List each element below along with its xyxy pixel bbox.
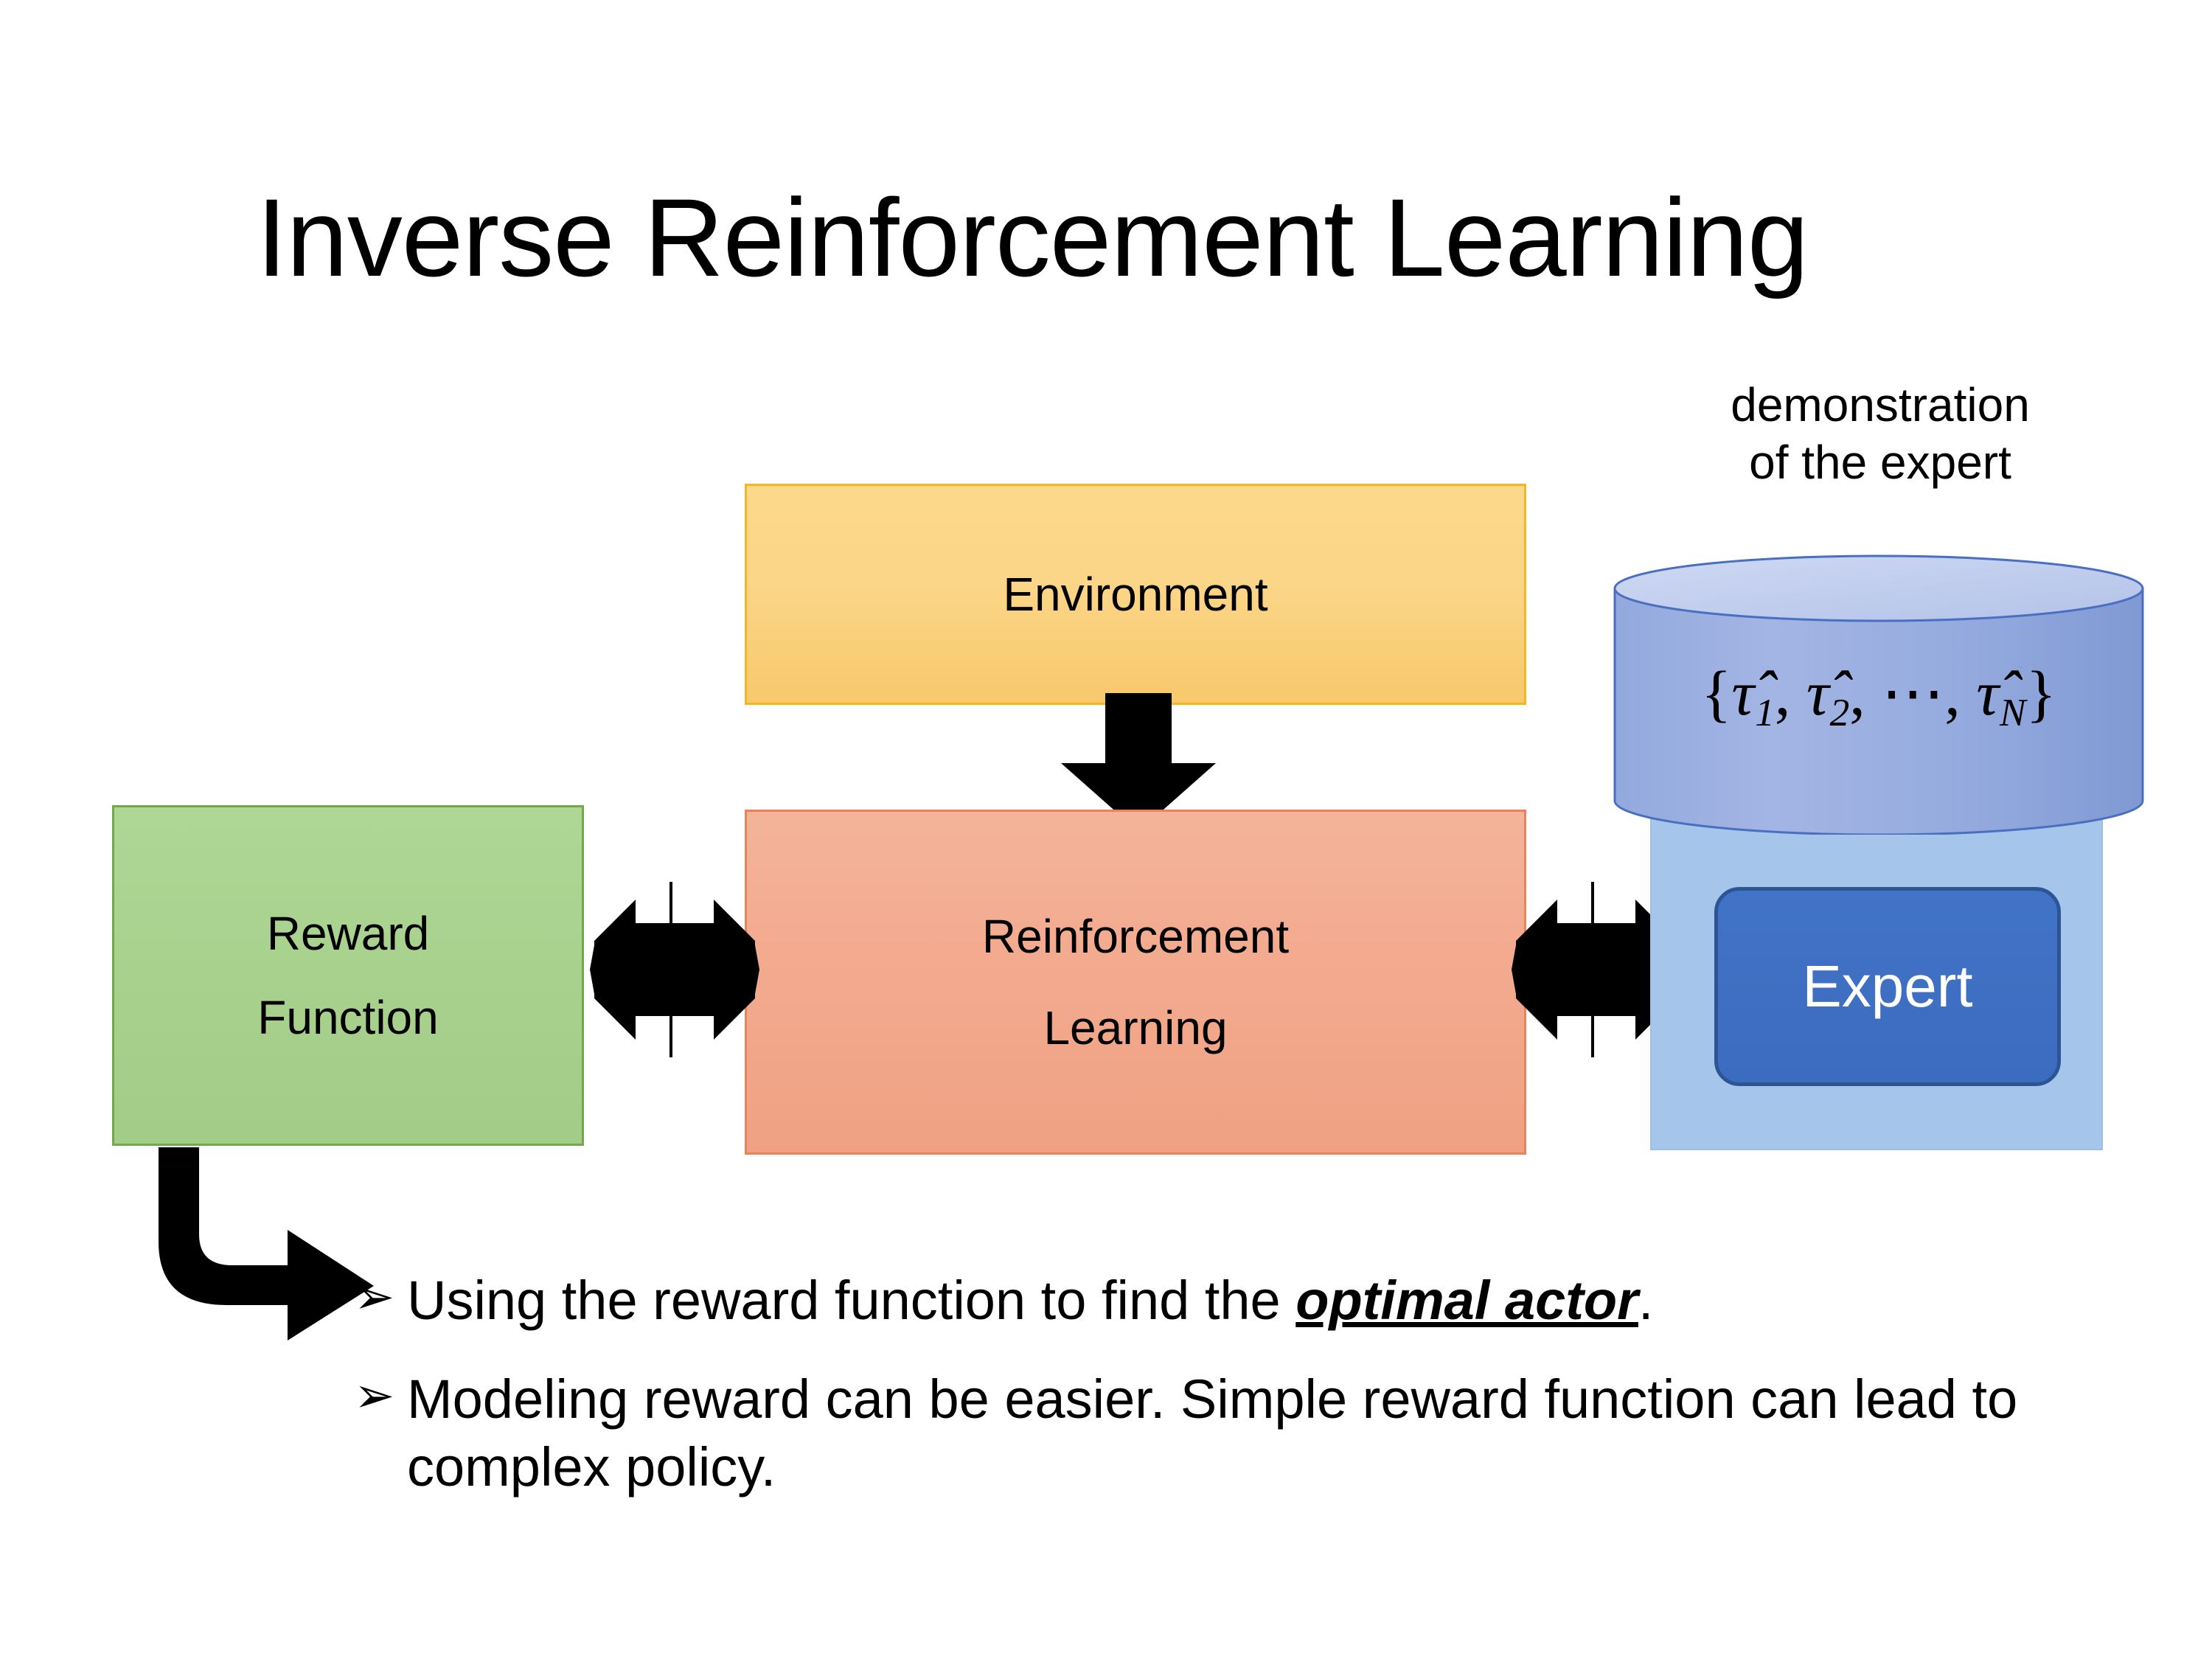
rl-label-line2: Learning [1043,1001,1228,1054]
reward-label-line2: Function [257,991,439,1044]
rl-label-line1: Reinforcement [981,909,1290,963]
formula-sub-1: 1 [1755,689,1775,734]
bullet-1-emphasis: optimal actor [1295,1270,1638,1331]
formula-close-brace: } [2025,658,2056,728]
reward-label-line1: Reward [266,906,430,960]
formula-open-brace: { [1701,658,1732,728]
formula-sep-2: , ⋯, [1849,658,1977,728]
formula-tau-2: τ̂ [1806,658,1829,728]
demonstration-caption: demonstration of the expert [1615,376,2146,491]
bullet-1-prefix: Using the reward function to find the [407,1270,1296,1331]
bullet-list: ➢ Using the reward function to find the … [354,1267,2124,1500]
reward-function-box[interactable]: Reward Function [112,805,584,1146]
four-way-arrow-left-icon [590,882,759,1057]
demo-caption-line2: of the expert [1749,436,2011,490]
bullet-marker-icon: ➢ [354,1367,395,1422]
four-way-arrow-right-icon [1512,882,1681,1057]
demo-caption-line1: demonstration [1731,378,2030,431]
reinforcement-learning-box[interactable]: Reinforcement Learning [745,810,1526,1155]
list-item: ➢ Modeling reward can be easier. Simple … [354,1366,2124,1501]
bullet-1-suffix: . [1638,1270,1654,1331]
trajectory-set-formula: {τ̂1, τ̂2, ⋯, τ̂N} [1613,656,2144,735]
page-title: Inverse Reinforcement Learning [256,175,1809,299]
expert-button[interactable]: Expert [1714,887,2061,1086]
expert-button-label: Expert [1802,953,1973,1019]
environment-box[interactable]: Environment [745,484,1526,705]
list-item: ➢ Using the reward function to find the … [354,1267,2124,1335]
bullet-text: Modeling reward can be easier. Simple re… [407,1366,2124,1501]
formula-tau-n: τ̂ [1976,658,2000,728]
bullet-marker-icon: ➢ [354,1269,395,1324]
bent-arrow-icon [159,1147,374,1340]
formula-tau-1: τ̂ [1731,658,1755,728]
formula-sub-2: 2 [1829,689,1850,734]
formula-sub-n: N [2000,689,2026,734]
environment-label: Environment [1003,567,1268,621]
arrow-down-icon [1061,693,1216,832]
formula-sep-1: , [1774,658,1806,728]
bullet-2-prefix: Modeling reward can be easier. Simple re… [407,1368,2018,1498]
demonstration-cylinder-icon [1613,554,2144,835]
bullet-text: Using the reward function to find the op… [407,1267,2124,1335]
